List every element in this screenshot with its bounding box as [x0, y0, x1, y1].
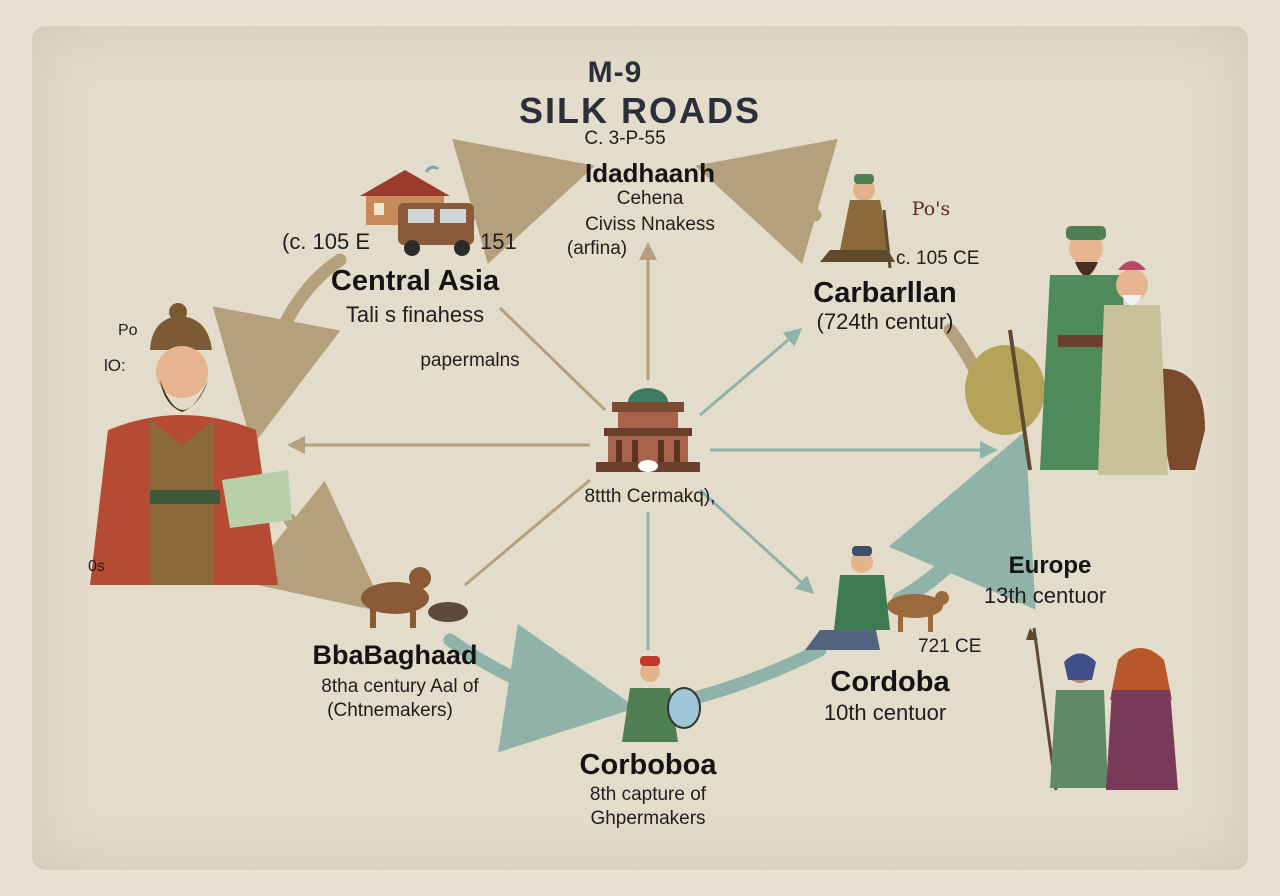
cordoba-figure: [805, 546, 949, 650]
arrow-centralasia-to-top: [452, 138, 595, 264]
node-topright-line1: (724th centur): [816, 309, 954, 334]
node-top-line1: Cehena: [616, 188, 684, 209]
node-topright-name: Carbarllan: [813, 277, 957, 309]
diagram-title: SILK ROADS: [518, 90, 761, 131]
node-cordoba-date: 721 CE: [918, 636, 982, 657]
diagram-code: M-9: [587, 56, 643, 89]
arrow-baghdad-to-bottom: [443, 623, 637, 753]
traders-figures-right: [965, 226, 1205, 475]
node-cordoba-name: Cordoba: [830, 666, 950, 698]
papermaker-figure: [622, 656, 701, 742]
arrow-bottom-to-cordoba: [688, 643, 827, 705]
node-top-name: Idadhaanh: [584, 158, 715, 188]
diagram-date: C. 3-P-55: [584, 128, 666, 149]
left-mark-2: lO:: [104, 356, 126, 375]
node-baghdad-name: BbaBaghaad: [312, 640, 478, 670]
hub-spokes: [287, 242, 998, 650]
node-cordoba-line1: 10th centuor: [823, 700, 947, 725]
spoke-center-to-cordoba: [698, 488, 815, 595]
node-europe-name: Europe: [1008, 552, 1092, 579]
node-centralasia-line1: Tali s finahess: [345, 302, 485, 327]
node-topright-doodle: Po's: [911, 198, 951, 220]
route-arrows: [212, 138, 1036, 753]
central-building-icon: [596, 388, 700, 472]
spoke-center-to-topright: [699, 328, 803, 417]
merchant-figure-left: [90, 303, 292, 585]
node-center-label: 8ttth Cermakq),: [584, 486, 716, 507]
left-mark-1: Po: [118, 322, 138, 339]
node-centralasia-name: Central Asia: [330, 265, 500, 297]
arrow-left-to-baghdad: [243, 480, 386, 613]
arrow-topright-to-right: [943, 323, 982, 377]
node-bottom-name: Corboboa: [579, 749, 717, 781]
dog-icon: [361, 567, 468, 628]
arrow-centralasia-to-left: [212, 253, 347, 447]
left-mark-3: 0s: [88, 558, 105, 575]
node-baghdad-line1: 8tha century Aal of: [321, 676, 479, 697]
node-centralasia-date-right: 151: [480, 229, 517, 254]
spoke-center-to-baghdad: [464, 478, 591, 587]
node-centralasia-line2: papermalns: [420, 350, 520, 371]
node-bottom-line2: Ghpermakers: [590, 808, 706, 829]
node-europe-line1: 13th centuor: [983, 583, 1107, 608]
node-top-line2: Civiss Nnakess: [585, 214, 715, 235]
arrow-topright-to-top: [695, 138, 838, 264]
spoke-center-to-centralasia: [498, 306, 607, 412]
node-baghdad-line2: (Chtnemakers): [327, 700, 453, 721]
node-bottom-line1: 8th capture of: [589, 784, 707, 805]
seated-scholar-icon: [820, 174, 895, 269]
node-centralasia-date: (c. 105 E: [282, 229, 371, 254]
house-car-icon: [360, 165, 474, 256]
node-topright-date: c. 105 CE: [896, 248, 980, 269]
arrow-cordoba-to-europe: [888, 431, 1036, 610]
robed-figures-bottom-right: [1026, 627, 1178, 791]
node-top-line3: (arfina): [566, 238, 628, 259]
